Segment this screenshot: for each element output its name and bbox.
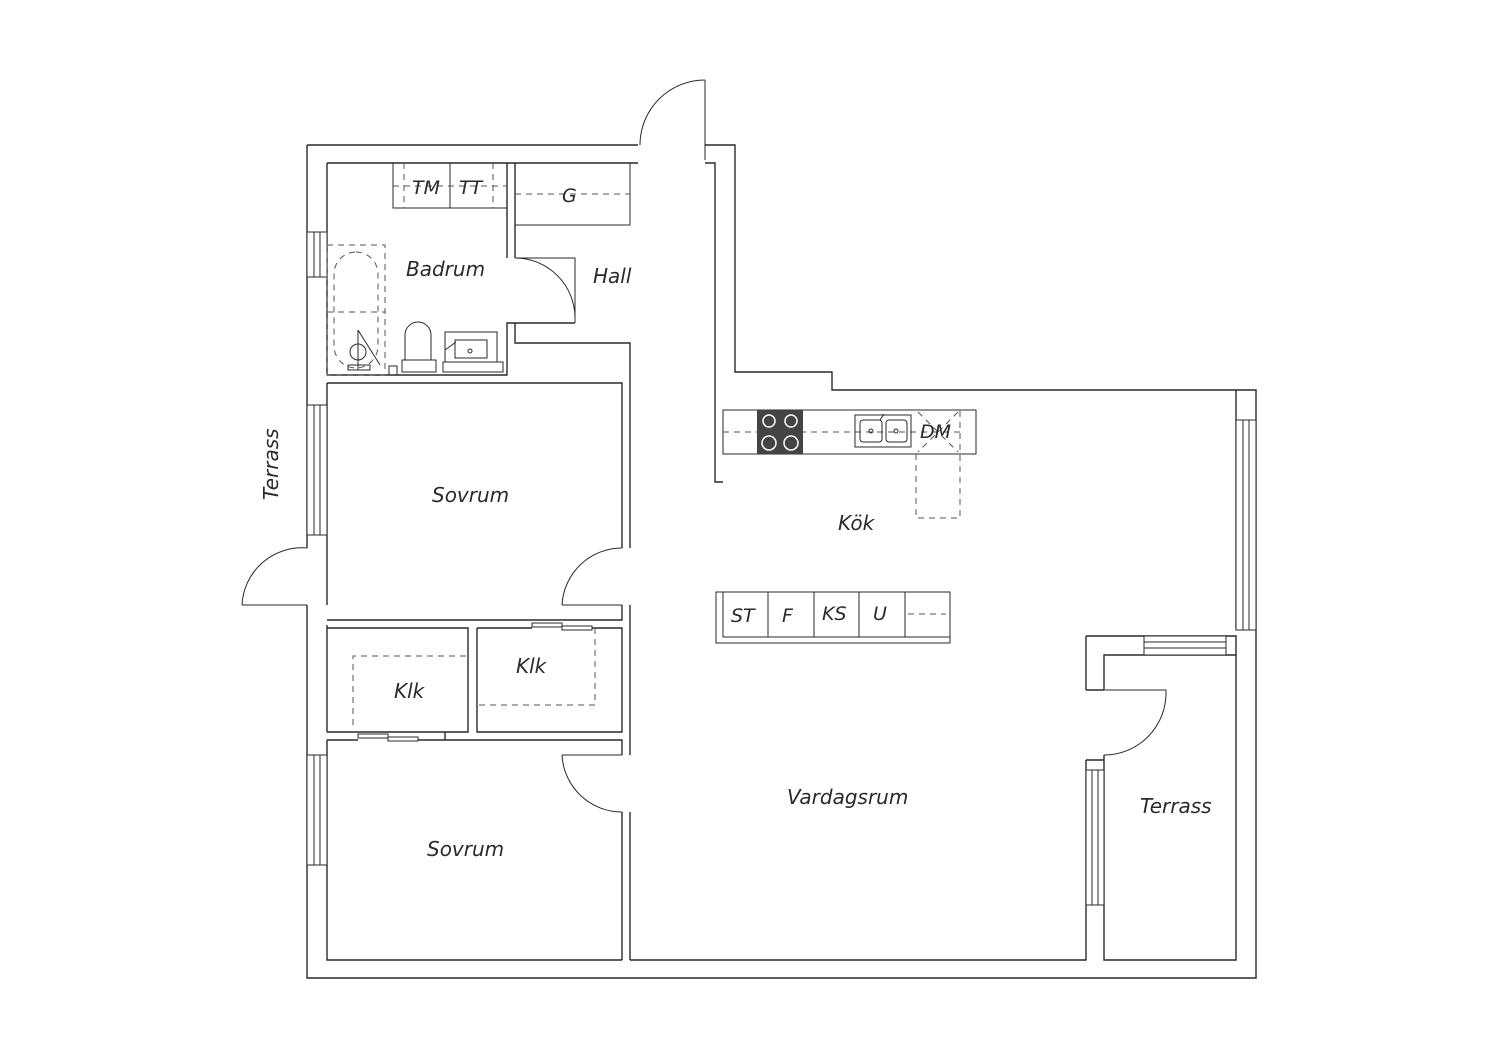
- closet-shelf: [352, 655, 468, 725]
- room-label-sovrum-lower: Sovrum: [427, 837, 504, 861]
- oven-label: U: [873, 603, 887, 625]
- kitchen-counter: [722, 409, 977, 519]
- room-label-klk-left: Klk: [394, 679, 426, 703]
- closet-shelf: [477, 628, 596, 706]
- window-icon: [306, 231, 1257, 906]
- washing-machine-label: TM: [412, 177, 440, 199]
- appliance-row: [715, 591, 951, 644]
- wardrobe-label: G: [562, 185, 577, 207]
- washer-dryer-unit: [392, 162, 508, 209]
- sliding-door: [357, 622, 593, 742]
- room-label-hall: Hall: [593, 264, 632, 288]
- fridge-freezer-label: KS: [822, 603, 847, 625]
- stove-icon: [757, 410, 803, 454]
- sink-icon: [442, 331, 504, 373]
- sink-icon: [854, 413, 912, 448]
- toilet-icon: [388, 321, 437, 376]
- door-swing-icon: [241, 79, 1167, 813]
- room-label-kok: Kök: [838, 511, 876, 535]
- dishwasher-box: [917, 411, 959, 453]
- dishwasher-label: DM: [920, 421, 951, 443]
- room-label-sovrum-upper: Sovrum: [432, 483, 509, 507]
- room-label-badrum: Badrum: [406, 257, 485, 281]
- room-label-terrass-right: Terrass: [1140, 794, 1212, 818]
- room-label-terrass-left: Terrass: [259, 428, 283, 500]
- cabinet-label: ST: [731, 605, 756, 627]
- fridge-label: F: [782, 605, 794, 627]
- room-label-klk-right: Klk: [516, 654, 548, 678]
- room-label-vardagsrum: Vardagsrum: [787, 785, 908, 809]
- bathtub-icon: [326, 244, 386, 376]
- tumble-dryer-label: TT: [459, 177, 484, 199]
